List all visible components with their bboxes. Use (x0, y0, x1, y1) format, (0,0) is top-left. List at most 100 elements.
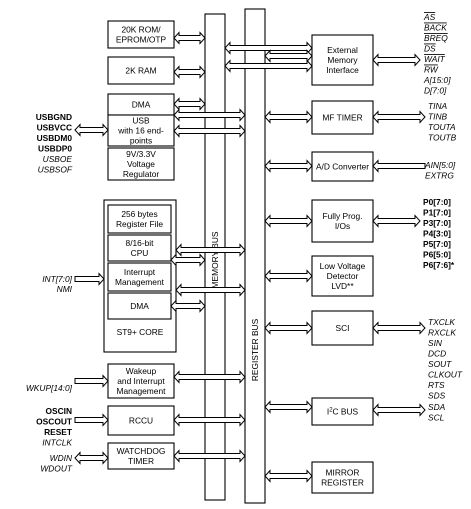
regulator-block (107, 147, 175, 181)
extmem-pin-arrow (372, 53, 421, 67)
signal-label: SDS (428, 391, 446, 401)
register-bus (244, 8, 266, 504)
block-text-line: MF TIMER (322, 113, 362, 123)
adc-regbus-arrow (264, 159, 313, 173)
block-text-line: DMA (132, 100, 151, 110)
signal-label: USBDM0 (37, 133, 73, 143)
signal-label: P3[7:0] (423, 218, 451, 228)
i2c-pin-arrow (372, 403, 426, 417)
int-signals: INT[7:0]NMI (42, 274, 72, 294)
rccu-regbus-arrow (173, 413, 246, 427)
block-text-line: DMA (130, 301, 149, 311)
rom-block-text: 20K ROM/EPROM/OTP (116, 25, 167, 45)
mf-timer-block-text: MF TIMER (322, 113, 362, 123)
io-signals: P0[7:0]P1[7:0]P3[7:0]P4[3:0]P5[7:0]P6[5:… (423, 197, 455, 270)
signal-label: A[15:0] (423, 75, 451, 85)
block-text-line: Register File (116, 219, 163, 229)
signal-label: TINB (428, 112, 447, 122)
memory-bus-label: MEMORY BUS (210, 231, 220, 288)
lvd-block (311, 255, 374, 297)
cpu-membus-arrow (170, 253, 206, 267)
cpu-block (107, 234, 172, 262)
intmgmt-regbus-arrow (175, 283, 246, 297)
block-text-line: Memory (327, 55, 358, 65)
wakeup-regbus-arrow (173, 370, 246, 384)
signal-label: WDIN (50, 453, 73, 463)
watchdog-pin-arrow (74, 451, 109, 465)
signal-label: SCL (428, 413, 445, 423)
signal-label: INTCLK (42, 438, 72, 448)
block-text-line: Wakeup (126, 366, 157, 376)
signal-label: RTS (428, 380, 445, 390)
signal-label: USBGND (36, 112, 72, 122)
adc-signals: AIN[5:0]EXTRG (424, 160, 456, 181)
dma-core-block-text: DMA (130, 301, 149, 311)
block-text-line: EPROM/OTP (116, 35, 167, 45)
adc-block (311, 151, 374, 182)
ram-block (107, 56, 175, 85)
block-text-line: 8/16-bit (126, 238, 155, 248)
mf-timer-block (311, 100, 374, 135)
i2c-block (311, 397, 374, 426)
signal-label: OSCOUT (36, 417, 73, 427)
block-text-line: Regulator (123, 169, 160, 179)
block-text-line: 256 bytes (121, 209, 157, 219)
wakeup-pin-arrow (74, 374, 109, 388)
block-text-line: I/Os (335, 221, 350, 231)
rccu-block-text: RCCU (129, 416, 153, 426)
rom-block (107, 20, 175, 49)
wakeup-signals: WKUP[14:0] (26, 383, 73, 393)
signal-label: TINA (428, 101, 447, 111)
adc-pin-arrow (372, 159, 426, 173)
signal-label: USBVCC (37, 123, 72, 133)
block-text-line: MIRROR (326, 468, 360, 478)
core-label: ST9+ CORE (117, 327, 164, 337)
io-block (311, 199, 374, 243)
signal-label: TOUTB (428, 133, 457, 143)
dma-regbus-arrow (173, 108, 246, 122)
watchdog-block (107, 442, 175, 470)
signal-label: P4[3:0] (423, 229, 451, 239)
block-text-line: RCCU (129, 416, 153, 426)
block-text-line: points (130, 136, 152, 146)
dma-core-block (107, 292, 172, 320)
signal-label: EXTRG (425, 171, 454, 181)
block-text-line: 9V/3.3V (126, 149, 156, 159)
extmem-membus-arrow (224, 41, 313, 55)
block-text-line: LVD** (331, 281, 354, 291)
mftimer-pin-arrow (372, 110, 426, 124)
signal-label: P6[5:0] (423, 250, 451, 260)
block-text-line: TIMER (128, 456, 154, 466)
adc-block-text: A/D Converter (316, 162, 369, 172)
signal-label: CLKOUT (428, 370, 463, 380)
signal-label: DS (424, 44, 436, 54)
signal-label: P5[7:0] (423, 239, 451, 249)
ram-block-text: 2K RAM (125, 66, 156, 76)
block-text-line: Management (117, 386, 167, 396)
block-text-line: REGISTER (321, 478, 364, 488)
signal-label: RESET (44, 427, 73, 437)
block-text-line: Detector (327, 271, 359, 281)
signal-label: D[7:0] (424, 86, 447, 96)
block-text-line: SCI (336, 323, 350, 333)
signal-label: NMI (57, 284, 73, 294)
usb-pin-arrow (74, 123, 109, 137)
sci-block-text: SCI (336, 323, 350, 333)
block-text-line: with 16 end- (117, 126, 164, 136)
block-text-line: External (327, 45, 358, 55)
block-text-line: Interrupt (124, 267, 156, 277)
signal-label: RXCLK (428, 328, 456, 338)
